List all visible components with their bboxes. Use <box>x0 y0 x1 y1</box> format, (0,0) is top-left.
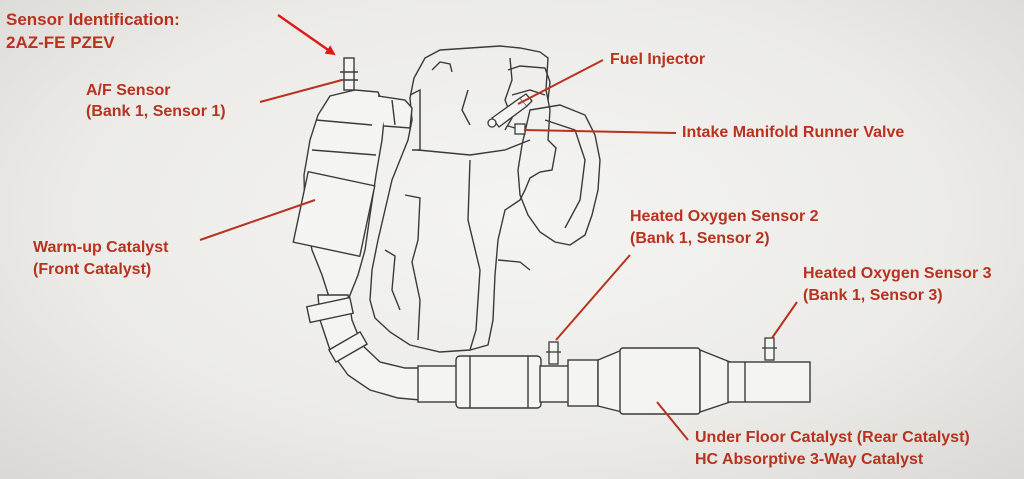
intake-runner-valve-text: Intake Manifold Runner Valve <box>682 124 905 141</box>
label-fuel-injector: Fuel Injector <box>610 50 705 70</box>
ho2s2-line2: (Bank 1, Sensor 2) <box>630 230 770 247</box>
label-ho2s3: Heated Oxygen Sensor 3 (Bank 1, Sensor 3… <box>803 263 992 307</box>
runner-valve-drawing <box>507 123 526 135</box>
ho2s2-line1: Heated Oxygen Sensor 2 <box>630 208 819 225</box>
pointer-arrow <box>277 14 336 56</box>
label-warmup-catalyst: Warm-up Catalyst (Front Catalyst) <box>33 237 168 281</box>
label-ho2s2: Heated Oxygen Sensor 2 (Bank 1, Sensor 2… <box>630 206 819 250</box>
af-sensor-line1: A/F Sensor <box>86 82 171 99</box>
leader-ho2s3 <box>771 301 798 339</box>
leader-warmup-catalyst <box>199 199 316 241</box>
label-af-sensor: A/F Sensor (Bank 1, Sensor 1) <box>86 80 226 122</box>
diagram-title: Sensor Identification: 2AZ-FE PZEV <box>6 8 180 54</box>
fuel-injector-text: Fuel Injector <box>610 51 706 68</box>
warmup-catalyst-line1: Warm-up Catalyst <box>33 239 169 256</box>
ho2s2-drawing <box>546 341 561 365</box>
ho2s3-line2: (Bank 1, Sensor 3) <box>803 287 943 304</box>
ho2s3-drawing <box>762 337 777 361</box>
title-line2: 2AZ-FE PZEV <box>6 33 115 52</box>
exhaust-pipe <box>417 347 811 415</box>
label-underfloor-catalyst: Under Floor Catalyst (Rear Catalyst) HC … <box>695 427 970 471</box>
leader-af-sensor <box>259 79 343 103</box>
underfloor-catalyst-line2: HC Absorptive 3-Way Catalyst <box>695 451 924 468</box>
leader-underfloor <box>656 401 689 441</box>
leader-fuel-injector <box>517 59 604 105</box>
engine-block <box>369 45 557 353</box>
ho2s3-line1: Heated Oxygen Sensor 3 <box>803 265 992 282</box>
title-line1: Sensor Identification: <box>6 10 180 29</box>
exhaust-manifold <box>292 57 413 301</box>
down-pipe <box>305 294 421 401</box>
leader-ho2s2 <box>555 254 631 341</box>
leader-lines <box>199 59 798 441</box>
underfloor-catalyst-line1: Under Floor Catalyst (Rear Catalyst) <box>695 429 970 446</box>
af-sensor-line2: (Bank 1, Sensor 1) <box>86 103 226 120</box>
label-intake-runner-valve: Intake Manifold Runner Valve <box>682 123 904 143</box>
warmup-catalyst-line2: (Front Catalyst) <box>33 261 152 278</box>
leader-runner-valve <box>523 129 677 134</box>
